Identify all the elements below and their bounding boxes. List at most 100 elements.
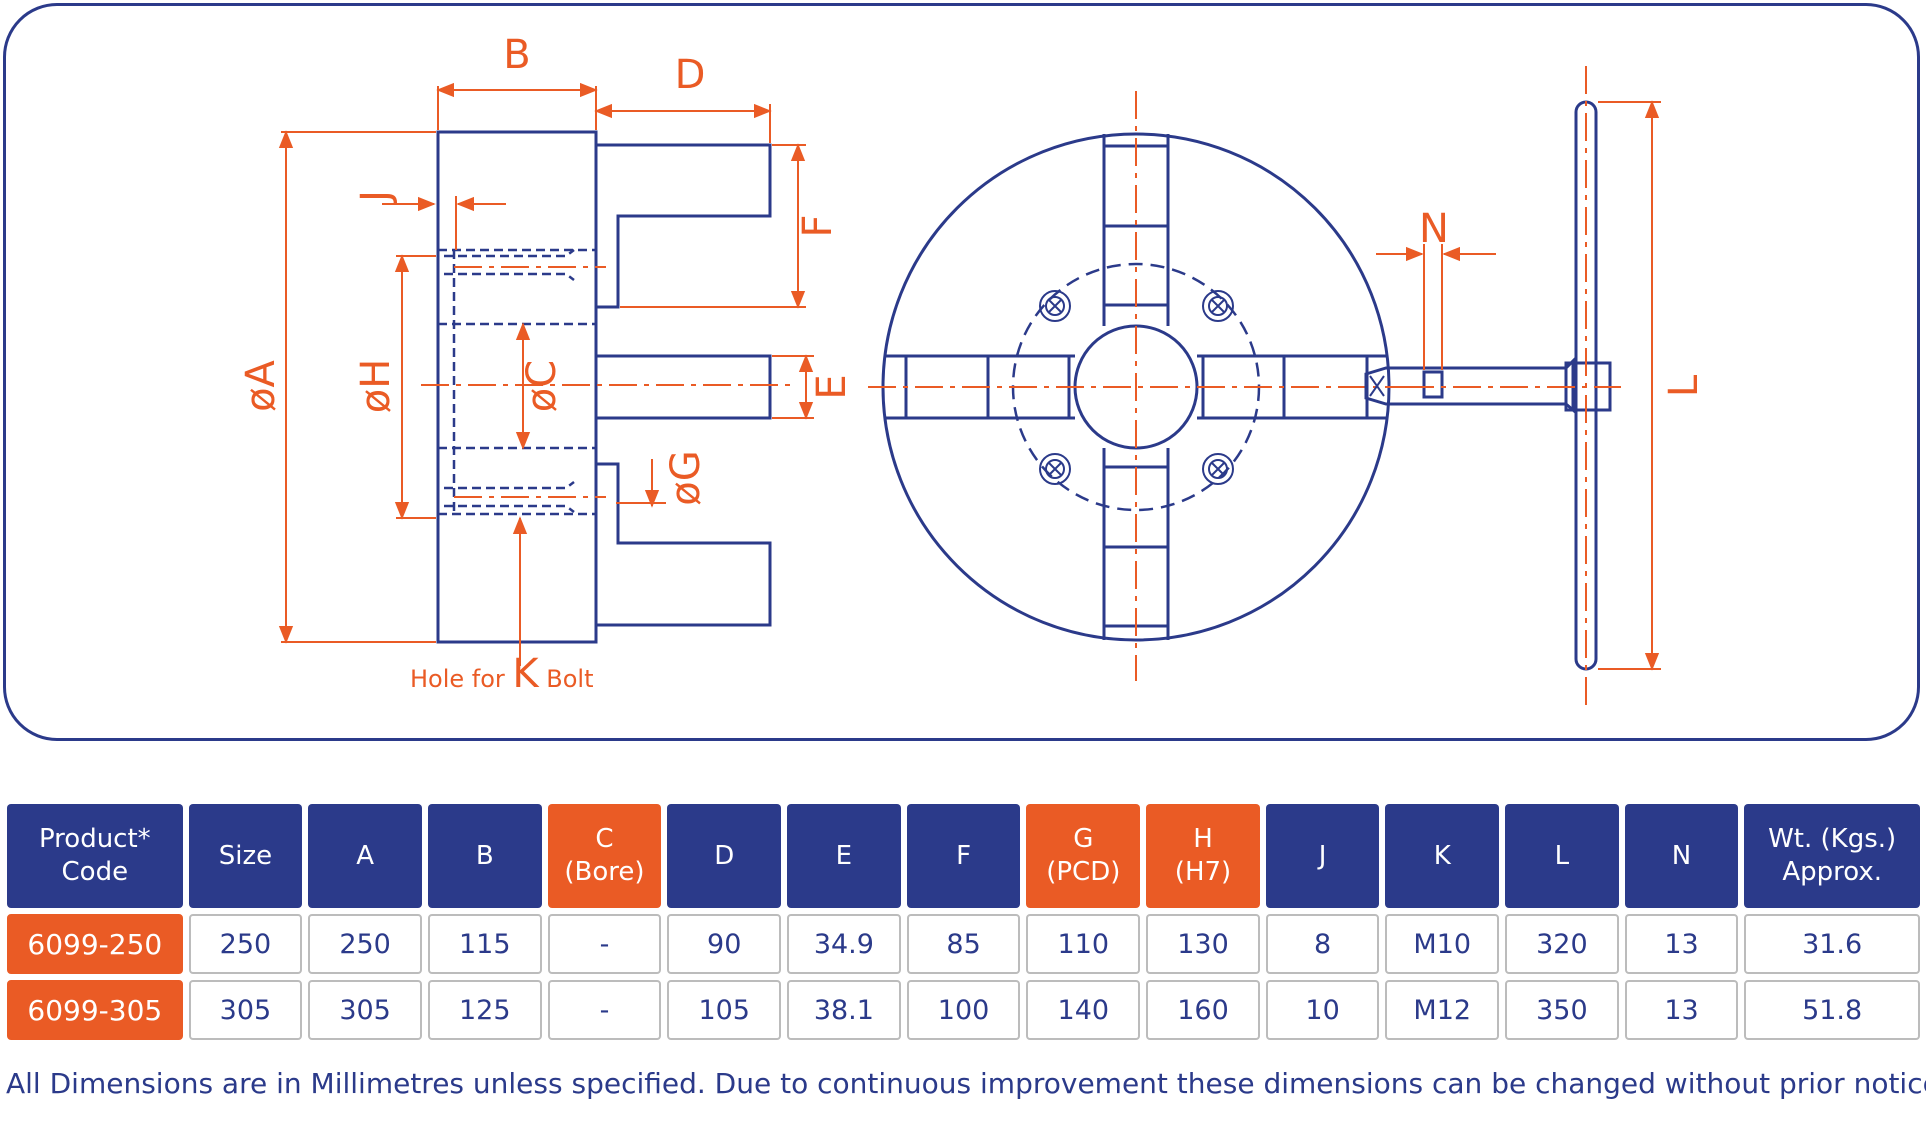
column-header-sublabel: (PCD) bbox=[1046, 857, 1121, 887]
label-E: E bbox=[809, 374, 855, 399]
column-header: H(H7) bbox=[1146, 804, 1260, 908]
center-boss-outline bbox=[596, 354, 772, 420]
table-cell: M10 bbox=[1385, 914, 1500, 974]
chuck-body-outline bbox=[436, 130, 598, 644]
table-cell: - bbox=[547, 980, 662, 1040]
column-header-label: L bbox=[1554, 840, 1570, 871]
column-header: C(Bore) bbox=[547, 804, 662, 908]
column-header: E bbox=[787, 804, 901, 908]
table-cell: 85 bbox=[906, 914, 1021, 974]
column-header-label: G bbox=[1073, 824, 1094, 854]
bolt-holes bbox=[1039, 290, 1234, 485]
label-G: øG bbox=[663, 450, 709, 505]
key-view bbox=[1364, 100, 1612, 671]
label-C: øC bbox=[519, 360, 565, 412]
column-header-label: D bbox=[714, 840, 735, 871]
table-cell: 105 bbox=[667, 980, 782, 1040]
technical-drawing-panel: B D J F øA øH øC E øG N L Hole for K Bol… bbox=[3, 3, 1920, 741]
column-header: F bbox=[906, 804, 1021, 908]
key-dimensions bbox=[1376, 100, 1661, 671]
horizontal-jaw-slots bbox=[886, 354, 1387, 420]
column-header: D bbox=[667, 804, 782, 908]
footnote: All Dimensions are in Millimetres unless… bbox=[6, 1067, 1926, 1100]
table-cell: 160 bbox=[1146, 980, 1260, 1040]
key-square-drive bbox=[1422, 370, 1444, 399]
column-header-sublabel: (H7) bbox=[1174, 857, 1232, 887]
column-header-label: H bbox=[1193, 824, 1213, 854]
lower-jaw-outline bbox=[596, 462, 772, 627]
column-header-sublabel: Code bbox=[61, 857, 129, 887]
table-cell: 31.6 bbox=[1744, 914, 1920, 974]
column-header: Product*Code bbox=[7, 804, 183, 908]
hole-note-letter: K bbox=[512, 651, 540, 697]
hole-note-suffix: Bolt bbox=[539, 665, 594, 693]
table-cell: 250 bbox=[308, 914, 422, 974]
table-cell: 90 bbox=[667, 914, 782, 974]
column-header-label: Size bbox=[218, 840, 273, 871]
column-header-sublabel: (Bore) bbox=[564, 857, 645, 887]
table-cell: 305 bbox=[308, 980, 422, 1040]
column-header: G(PCD) bbox=[1026, 804, 1141, 908]
table-cell: 13 bbox=[1624, 914, 1739, 974]
key-shaft bbox=[1364, 357, 1575, 414]
table-cell: 110 bbox=[1026, 914, 1141, 974]
table-cell: 8 bbox=[1265, 914, 1380, 974]
column-header-label: Wt. (Kgs.) bbox=[1768, 824, 1897, 854]
table-cell: 10 bbox=[1265, 980, 1380, 1040]
label-J: J bbox=[353, 190, 399, 205]
technical-drawing: B D J F øA øH øC E øG N L Hole for K Bol… bbox=[238, 32, 1707, 706]
table-cell: 250 bbox=[188, 914, 303, 974]
table-cell: 13 bbox=[1624, 980, 1739, 1040]
front-view-centerlines bbox=[868, 91, 1406, 681]
label-B: B bbox=[503, 32, 530, 78]
hole-note-prefix: Hole for bbox=[410, 665, 512, 693]
label-H: øH bbox=[353, 359, 399, 414]
vertical-jaw-slots bbox=[1102, 134, 1170, 640]
key-centerlines bbox=[1406, 66, 1621, 706]
column-header-label: N bbox=[1671, 840, 1692, 871]
label-L: L bbox=[1661, 374, 1707, 397]
table-cell: M12 bbox=[1385, 980, 1500, 1040]
table-cell: 320 bbox=[1505, 914, 1619, 974]
table-cell: 130 bbox=[1146, 914, 1260, 974]
side-view-centerlines bbox=[421, 266, 796, 498]
label-N: N bbox=[1419, 206, 1449, 252]
column-header-sublabel: Approx. bbox=[1782, 857, 1882, 887]
table-cell: 38.1 bbox=[787, 980, 901, 1040]
table-cell: 350 bbox=[1505, 980, 1619, 1040]
column-header-label: C bbox=[595, 824, 614, 854]
table-cell: 34.9 bbox=[787, 914, 901, 974]
table-cell: 305 bbox=[188, 980, 303, 1040]
column-header: N bbox=[1624, 804, 1739, 908]
table-cell: 51.8 bbox=[1744, 980, 1920, 1040]
product-code-cell: 6099-305 bbox=[7, 980, 183, 1040]
table-cell: 115 bbox=[427, 914, 542, 974]
column-header-label: A bbox=[356, 840, 374, 871]
label-A: øA bbox=[238, 359, 284, 411]
hidden-lines bbox=[438, 248, 596, 516]
column-header-label: Product* bbox=[38, 824, 151, 854]
side-view bbox=[436, 130, 772, 644]
product-code-cell: 6099-250 bbox=[7, 914, 183, 974]
column-header: K bbox=[1385, 804, 1500, 908]
side-view-dimensions bbox=[278, 82, 814, 666]
table-cell: 100 bbox=[906, 980, 1021, 1040]
column-header-label: K bbox=[1433, 840, 1451, 871]
column-header: A bbox=[308, 804, 422, 908]
label-D: D bbox=[675, 52, 706, 98]
table-cell: 140 bbox=[1026, 980, 1141, 1040]
hole-for-k-bolt-note: Hole for K Bolt bbox=[410, 651, 594, 697]
table-cell: - bbox=[547, 914, 662, 974]
column-header-label: B bbox=[475, 840, 494, 871]
column-header: L bbox=[1505, 804, 1619, 908]
column-header: J bbox=[1265, 804, 1380, 908]
column-header-label: J bbox=[1318, 840, 1327, 871]
column-header-label: F bbox=[956, 840, 972, 871]
table-cell: 125 bbox=[427, 980, 542, 1040]
label-F: F bbox=[795, 214, 841, 237]
